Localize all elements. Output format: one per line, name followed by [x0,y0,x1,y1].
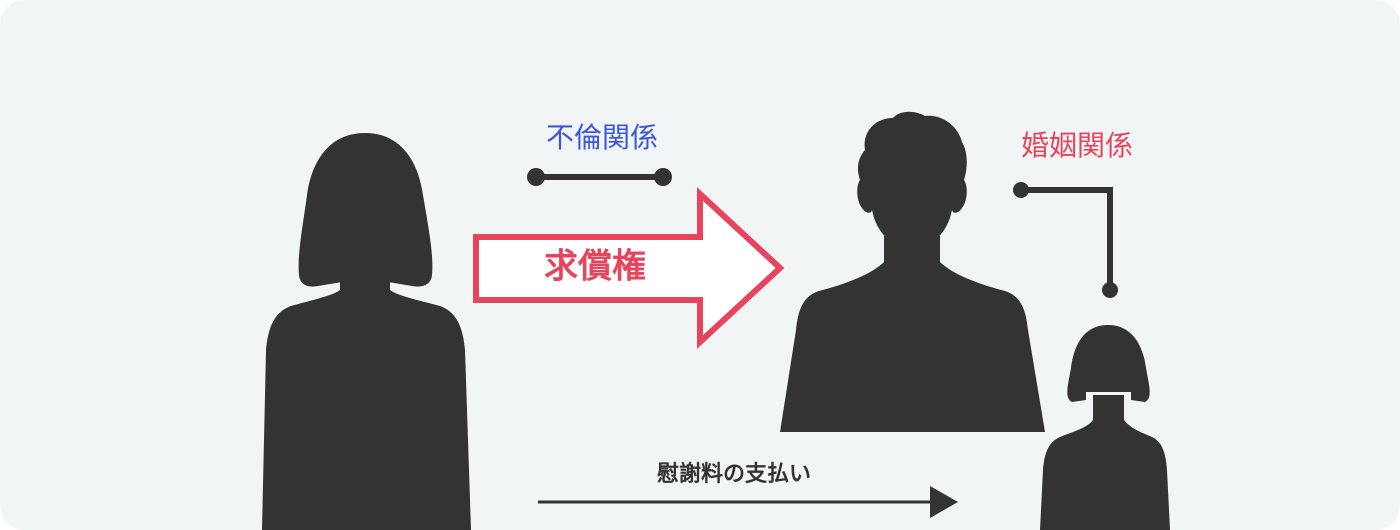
reimbursement-arrow: 求償権 [473,187,785,349]
marriage-connector-dot-top [1013,182,1029,198]
left-woman-body [262,290,471,530]
right-woman-hair [1067,325,1150,402]
payment-arrow [538,486,958,518]
payment-label: 慰謝料の支払い [657,461,811,487]
affair-connector-dot-left [527,168,545,186]
marriage-connector [1013,182,1118,298]
marriage-connector-dot-bottom [1102,282,1118,298]
affair-relation-label: 不倫関係 [546,121,658,154]
center-man-body [780,262,1045,432]
marriage-connector-line [1021,187,1113,290]
right-woman-body [1040,420,1170,530]
marriage-relation-label: 婚姻関係 [1021,129,1133,162]
affair-connector-dot-right [654,168,672,186]
center-man-head [857,111,967,251]
woman-silhouette-icon-right [1040,325,1170,530]
reimbursement-right-label: 求償権 [544,247,646,287]
man-silhouette-icon-center [780,111,1045,432]
affair-connector [527,168,672,186]
woman-silhouette-icon-left [262,133,471,530]
reimbursement-arrow-shape [473,187,785,349]
payment-arrowhead [930,486,958,518]
left-woman-hair [298,133,433,287]
